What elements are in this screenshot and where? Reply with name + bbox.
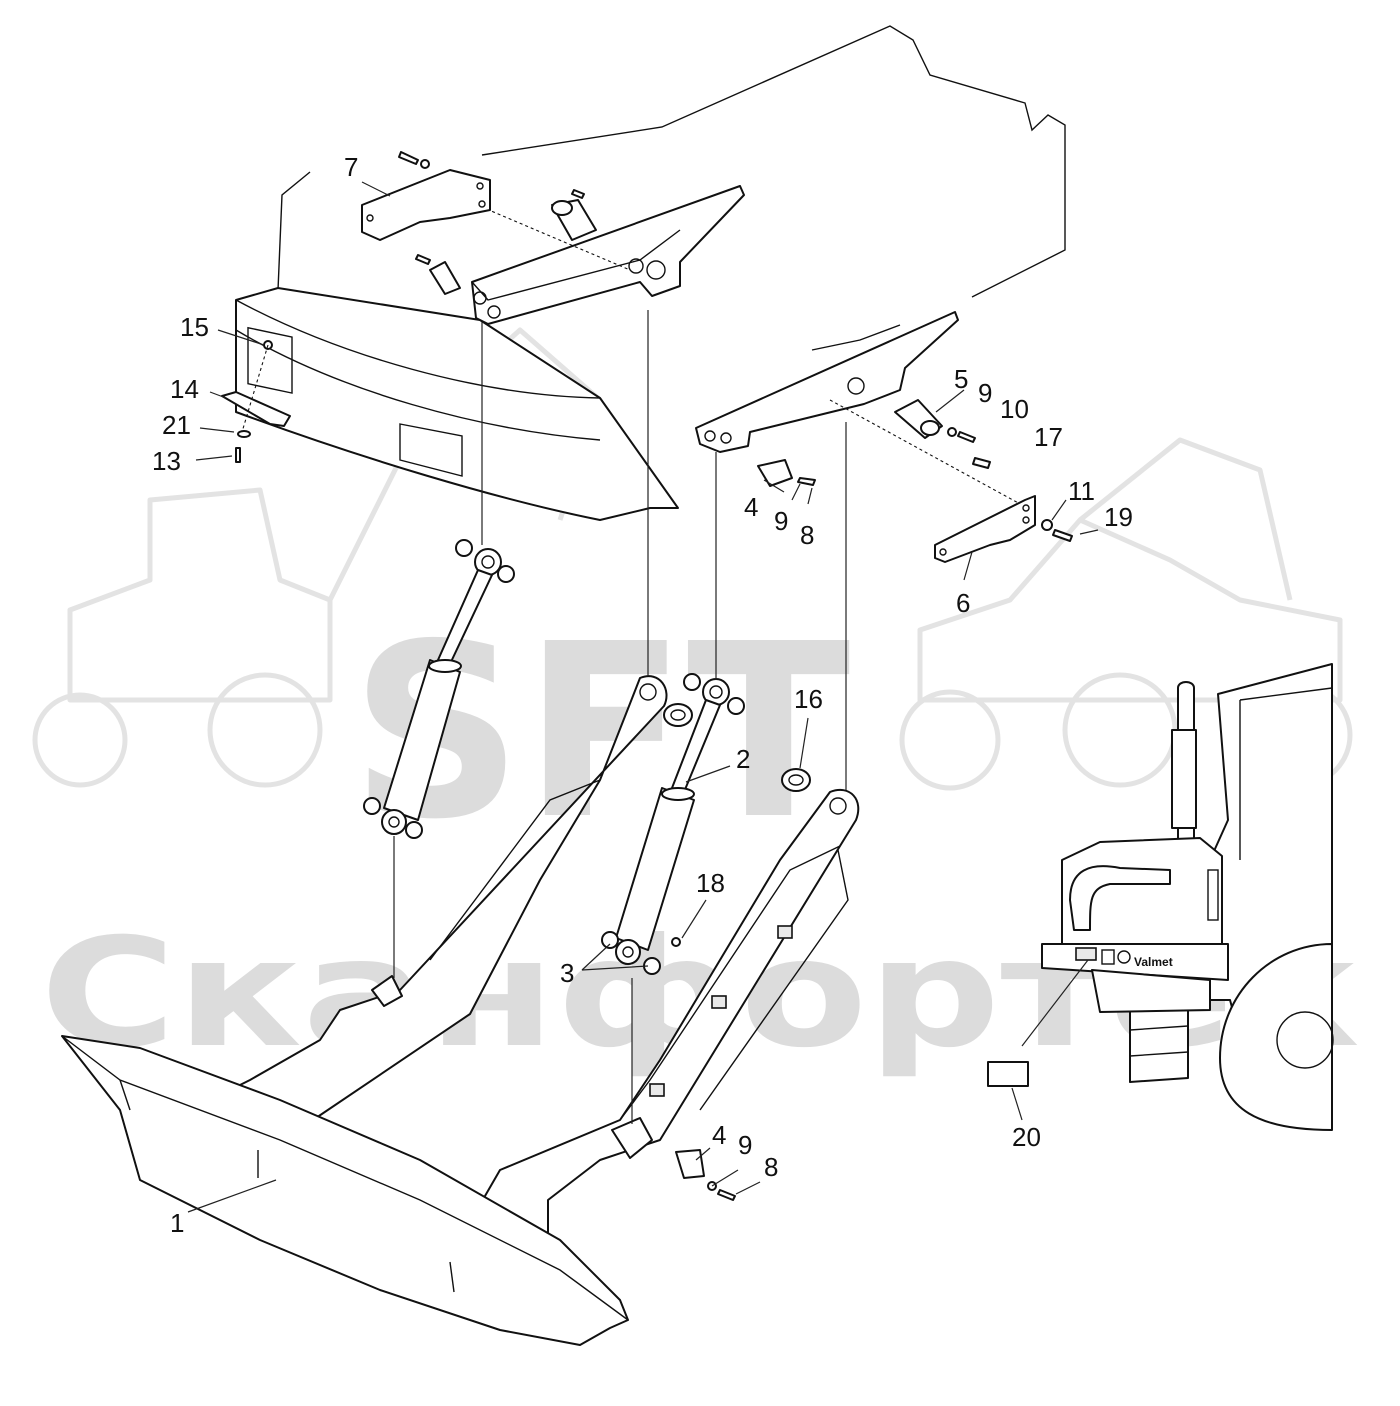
front-hood-panel — [235, 287, 679, 521]
callout-21: 21 — [162, 410, 191, 440]
callout-11: 11 — [1068, 476, 1095, 506]
callout-6: 6 — [956, 588, 970, 618]
lift-cylinder-right — [601, 673, 745, 975]
callout-14: 14 — [170, 374, 199, 404]
callout-3: 3 — [560, 958, 574, 988]
callout-13: 13 — [152, 446, 181, 476]
upper-pivot-arm-right — [695, 311, 1023, 506]
callout-8-upper: 8 — [800, 520, 814, 550]
bracket-plate-7 — [361, 169, 491, 241]
bracket-plate-6 — [934, 495, 1073, 563]
callout-labels: 1 2 3 4 4 5 6 7 8 8 9 9 9 10 11 13 14 15… — [152, 152, 1133, 1238]
callout-2: 2 — [736, 744, 750, 774]
leader-lines — [187, 181, 1099, 1213]
callout-17: 17 — [1034, 422, 1063, 452]
bushings — [663, 703, 811, 792]
callout-15: 15 — [180, 312, 209, 342]
callout-4-upper: 4 — [744, 492, 758, 522]
alignment-lines — [393, 310, 847, 1124]
lift-cylinder-left — [363, 539, 515, 839]
machine-brand: Valmet — [1134, 955, 1173, 969]
callout-9-lower: 9 — [738, 1130, 752, 1160]
machine-inset: Valmet — [987, 663, 1334, 1131]
callout-4-lower: 4 — [712, 1120, 726, 1150]
upper-pivot-arm-left — [398, 151, 745, 325]
machine-body-outline — [277, 25, 1066, 298]
callout-10: 10 — [1000, 394, 1029, 424]
callout-5: 5 — [954, 364, 968, 394]
callout-18: 18 — [696, 868, 725, 898]
callout-9-upper: 9 — [978, 378, 992, 408]
callout-9-middle: 9 — [774, 506, 788, 536]
callout-19: 19 — [1104, 502, 1133, 532]
dozer-blade-frame — [61, 675, 860, 1346]
callout-7: 7 — [344, 152, 358, 182]
callout-20: 20 — [1012, 1122, 1041, 1152]
callout-1: 1 — [170, 1208, 184, 1238]
callout-8-lower: 8 — [764, 1152, 778, 1182]
callout-16: 16 — [794, 684, 823, 714]
